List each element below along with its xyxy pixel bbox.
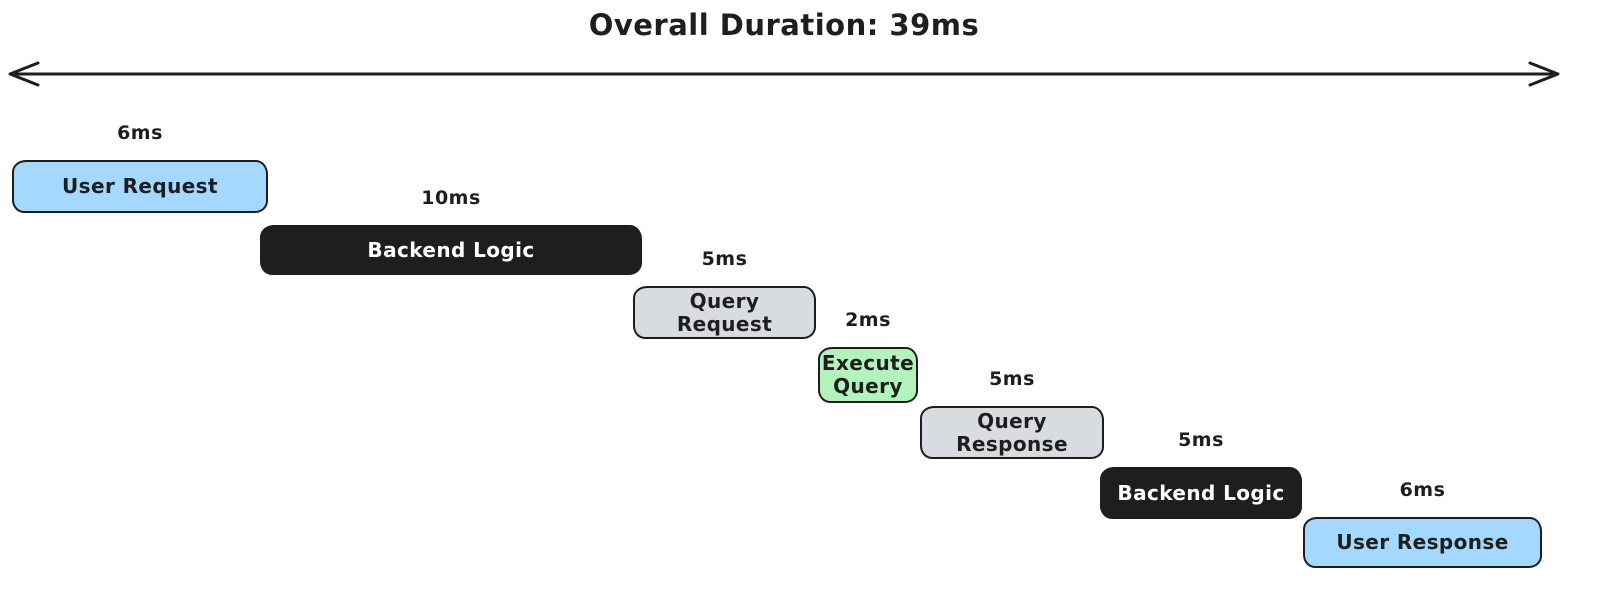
stage-box-label: Query Request: [676, 288, 773, 336]
stage-box[interactable]: Backend Logic: [1100, 467, 1302, 519]
stage-box-label: User Request: [62, 174, 218, 198]
stage-box-label: Execute Query: [821, 351, 915, 398]
stage-box[interactable]: User Request: [12, 160, 268, 213]
stage-duration-label[interactable]: 10ms: [421, 187, 481, 209]
stage-box-label: User Response: [1336, 530, 1509, 554]
stage-box[interactable]: Execute Query: [818, 347, 918, 403]
stage-duration-label[interactable]: 5ms: [701, 248, 748, 270]
arrow-head-left-icon: [8, 61, 40, 87]
stage-box[interactable]: Query Response: [920, 406, 1104, 459]
stage-box-label: Backend Logic: [1117, 480, 1285, 505]
stage-duration-label[interactable]: 5ms: [1178, 429, 1224, 451]
stage-duration-label[interactable]: 2ms: [845, 309, 891, 331]
stage-box-label: Query Response: [956, 408, 1068, 456]
stage-box-label: Backend Logic: [367, 237, 535, 262]
stage-box[interactable]: Query Request: [633, 286, 816, 339]
diagram-title[interactable]: Overall Duration: 39ms: [588, 8, 980, 42]
stage-box[interactable]: Backend Logic: [260, 225, 642, 275]
arrow-head-right-icon: [1528, 61, 1560, 87]
stage-box[interactable]: User Response: [1303, 517, 1542, 568]
stage-duration-label[interactable]: 6ms: [117, 122, 163, 144]
stage-duration-label[interactable]: 5ms: [989, 368, 1035, 390]
stage-duration-label[interactable]: 6ms: [1399, 479, 1446, 501]
